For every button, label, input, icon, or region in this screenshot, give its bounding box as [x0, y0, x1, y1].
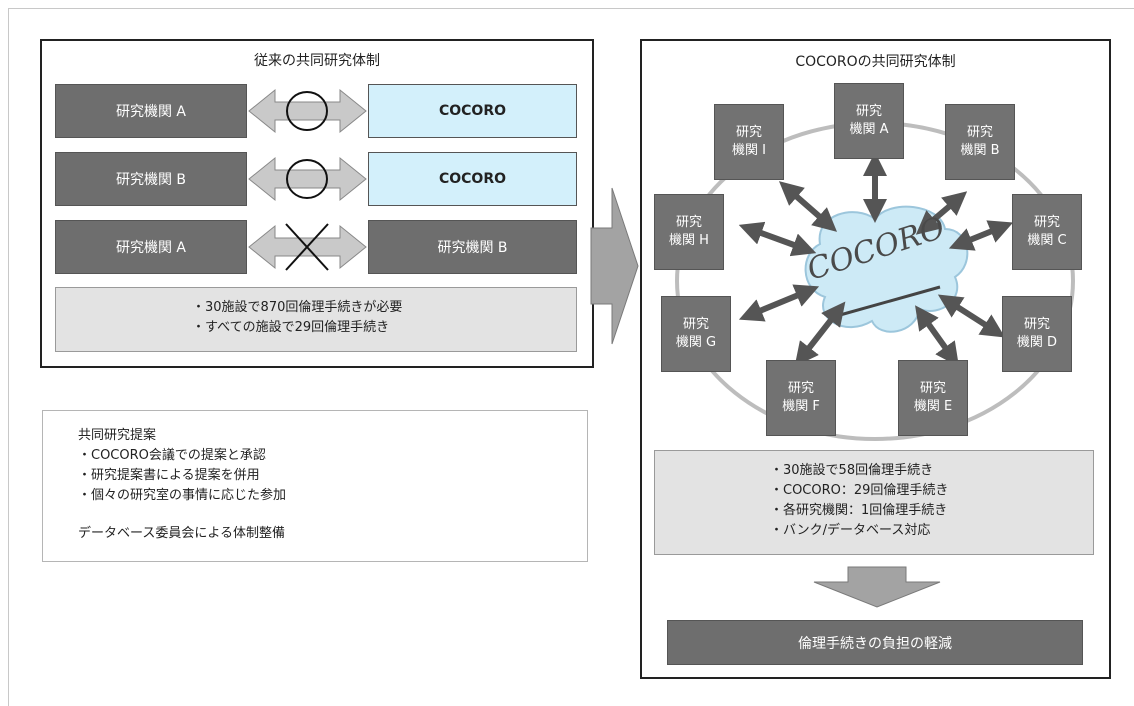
proposal-box [42, 410, 588, 562]
cocoro-summary-line: ・各研究機関：1回倫理手続き [770, 503, 948, 518]
network-diagram [675, 121, 1075, 441]
institution-b-box: 研究機関 B [368, 220, 577, 274]
node-institution-a: 研究 機関 A [834, 83, 904, 159]
institution-a-box: 研究機関 A [55, 220, 247, 274]
proposal-item: ・個々の研究室の事情に応じた参加 [78, 488, 287, 503]
conventional-structure-title: 従来の共同研究体制 [254, 53, 380, 69]
node-institution-b: 研究 機関 B [945, 104, 1015, 180]
cocoro-summary-line: ・COCORO：29回倫理手続き [770, 483, 949, 498]
node-institution-e: 研究 機関 E [898, 360, 968, 436]
cocoro-summary-line: ・バンク/データベース対応 [770, 523, 931, 538]
spoke-arrow-g [738, 284, 820, 322]
cocoro-structure-title: COCOROの共同研究体制 [795, 54, 956, 70]
cocoro-box: COCORO [368, 84, 577, 138]
spoke-arrow-c [948, 220, 1014, 251]
transition-arrow-icon [590, 187, 639, 345]
spoke-arrow-i [778, 181, 838, 232]
spoke-arrow-f [794, 301, 846, 367]
bidirectional-arrow-icon [248, 88, 367, 134]
conventional-summary-line: ・30施設で870回倫理手続きが必要 [192, 300, 403, 315]
conventional-summary-box [55, 287, 577, 352]
conventional-summary-line: ・すべての施設で29回倫理手続き [192, 320, 390, 335]
spoke-arrow-b [915, 191, 968, 235]
result-box: 倫理手続きの負担の軽減 [667, 620, 1083, 665]
institution-a-box: 研究機関 A [55, 84, 247, 138]
node-institution-d: 研究 機関 D [1002, 296, 1072, 372]
proposal-footer: データベース委員会による体制整備 [78, 526, 285, 541]
node-institution-i: 研究 機関 I [714, 104, 784, 180]
cocoro-summary-box [654, 450, 1094, 555]
spoke-arrow-d [937, 294, 1006, 338]
institution-b-box: 研究機関 B [55, 152, 247, 206]
node-institution-c: 研究 機関 C [1012, 194, 1082, 270]
node-institution-h: 研究 機関 H [654, 194, 724, 270]
frame-left-line [8, 8, 9, 706]
frame-top-line [8, 8, 1134, 9]
bidirectional-arrow-icon [248, 156, 367, 202]
spoke-arrow-h [738, 221, 817, 257]
proposal-heading: 共同研究提案 [78, 428, 157, 443]
down-arrow-icon [813, 566, 941, 608]
proposal-item: ・COCORO会議での提案と承認 [78, 448, 266, 463]
spoke-arrow-e [915, 305, 959, 367]
node-institution-f: 研究 機関 F [766, 360, 836, 436]
cocoro-box: COCORO [368, 152, 577, 206]
circle-ok-icon [286, 91, 328, 131]
proposal-item: ・研究提案書による提案を併用 [78, 468, 260, 483]
cocoro-summary-line: ・30施設で58回倫理手続き [770, 463, 934, 478]
node-institution-g: 研究 機関 G [661, 296, 731, 372]
cross-ng-icon [285, 223, 329, 271]
circle-ok-icon [286, 159, 328, 199]
